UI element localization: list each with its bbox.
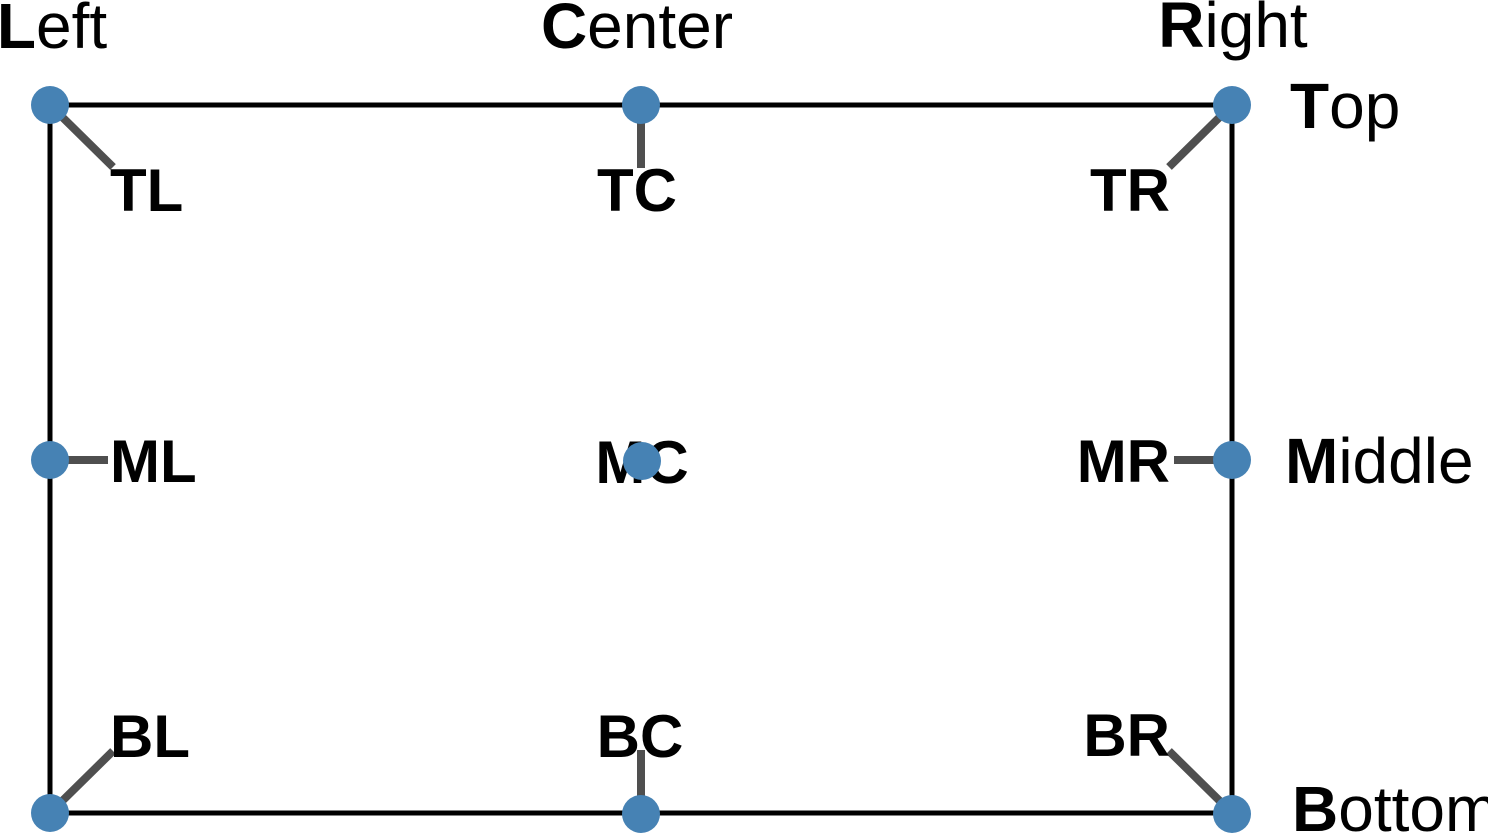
edge-label-right-bold: R xyxy=(1158,0,1204,61)
edge-label-middle-rest: iddle xyxy=(1338,425,1473,497)
edge-label-center-rest: enter xyxy=(587,0,733,62)
edge-label-middle: Middle xyxy=(1285,425,1474,497)
anchor-dot-tc xyxy=(622,86,660,124)
edge-label-left-rest: eft xyxy=(36,0,107,62)
edge-label-top-bold: T xyxy=(1290,70,1329,142)
anchor-label-tl: TL xyxy=(110,157,183,224)
edge-label-left: Left xyxy=(0,0,107,62)
anchor-label-br: BR xyxy=(1083,702,1170,769)
edge-label-right-rest: ight xyxy=(1205,0,1308,61)
anchor-dot-mc xyxy=(623,442,661,480)
edge-label-middle-bold: M xyxy=(1285,425,1338,497)
edge-label-top: Top xyxy=(1290,70,1400,142)
anchor-label-ml: ML xyxy=(110,428,197,495)
edge-label-right: Right xyxy=(1158,0,1308,61)
anchor-dot-bc xyxy=(622,795,660,833)
anchor-dot-ml xyxy=(31,441,69,479)
edge-label-center-bold: C xyxy=(541,0,587,62)
edge-label-bottom-rest: ottom xyxy=(1338,773,1488,839)
anchor-label-mr: MR xyxy=(1077,428,1170,495)
anchor-dots xyxy=(31,86,1251,833)
anchor-dot-mr xyxy=(1213,441,1251,479)
anchor-dot-bl xyxy=(31,794,69,832)
anchor-label-bc: BC xyxy=(597,703,684,770)
edge-label-bottom: Bottom xyxy=(1292,773,1488,839)
anchor-dot-br xyxy=(1213,795,1251,833)
anchor-dot-tl xyxy=(31,86,69,124)
anchor-label-tc: TC xyxy=(597,157,677,224)
edge-label-top-rest: op xyxy=(1329,70,1400,142)
anchor-label-bl: BL xyxy=(110,703,190,770)
edge-label-center: Center xyxy=(541,0,733,62)
anchor-dot-tr xyxy=(1213,86,1251,124)
anchor-label-tr: TR xyxy=(1090,157,1170,224)
edge-label-left-bold: L xyxy=(0,0,36,62)
edge-label-bottom-bold: B xyxy=(1292,773,1338,839)
